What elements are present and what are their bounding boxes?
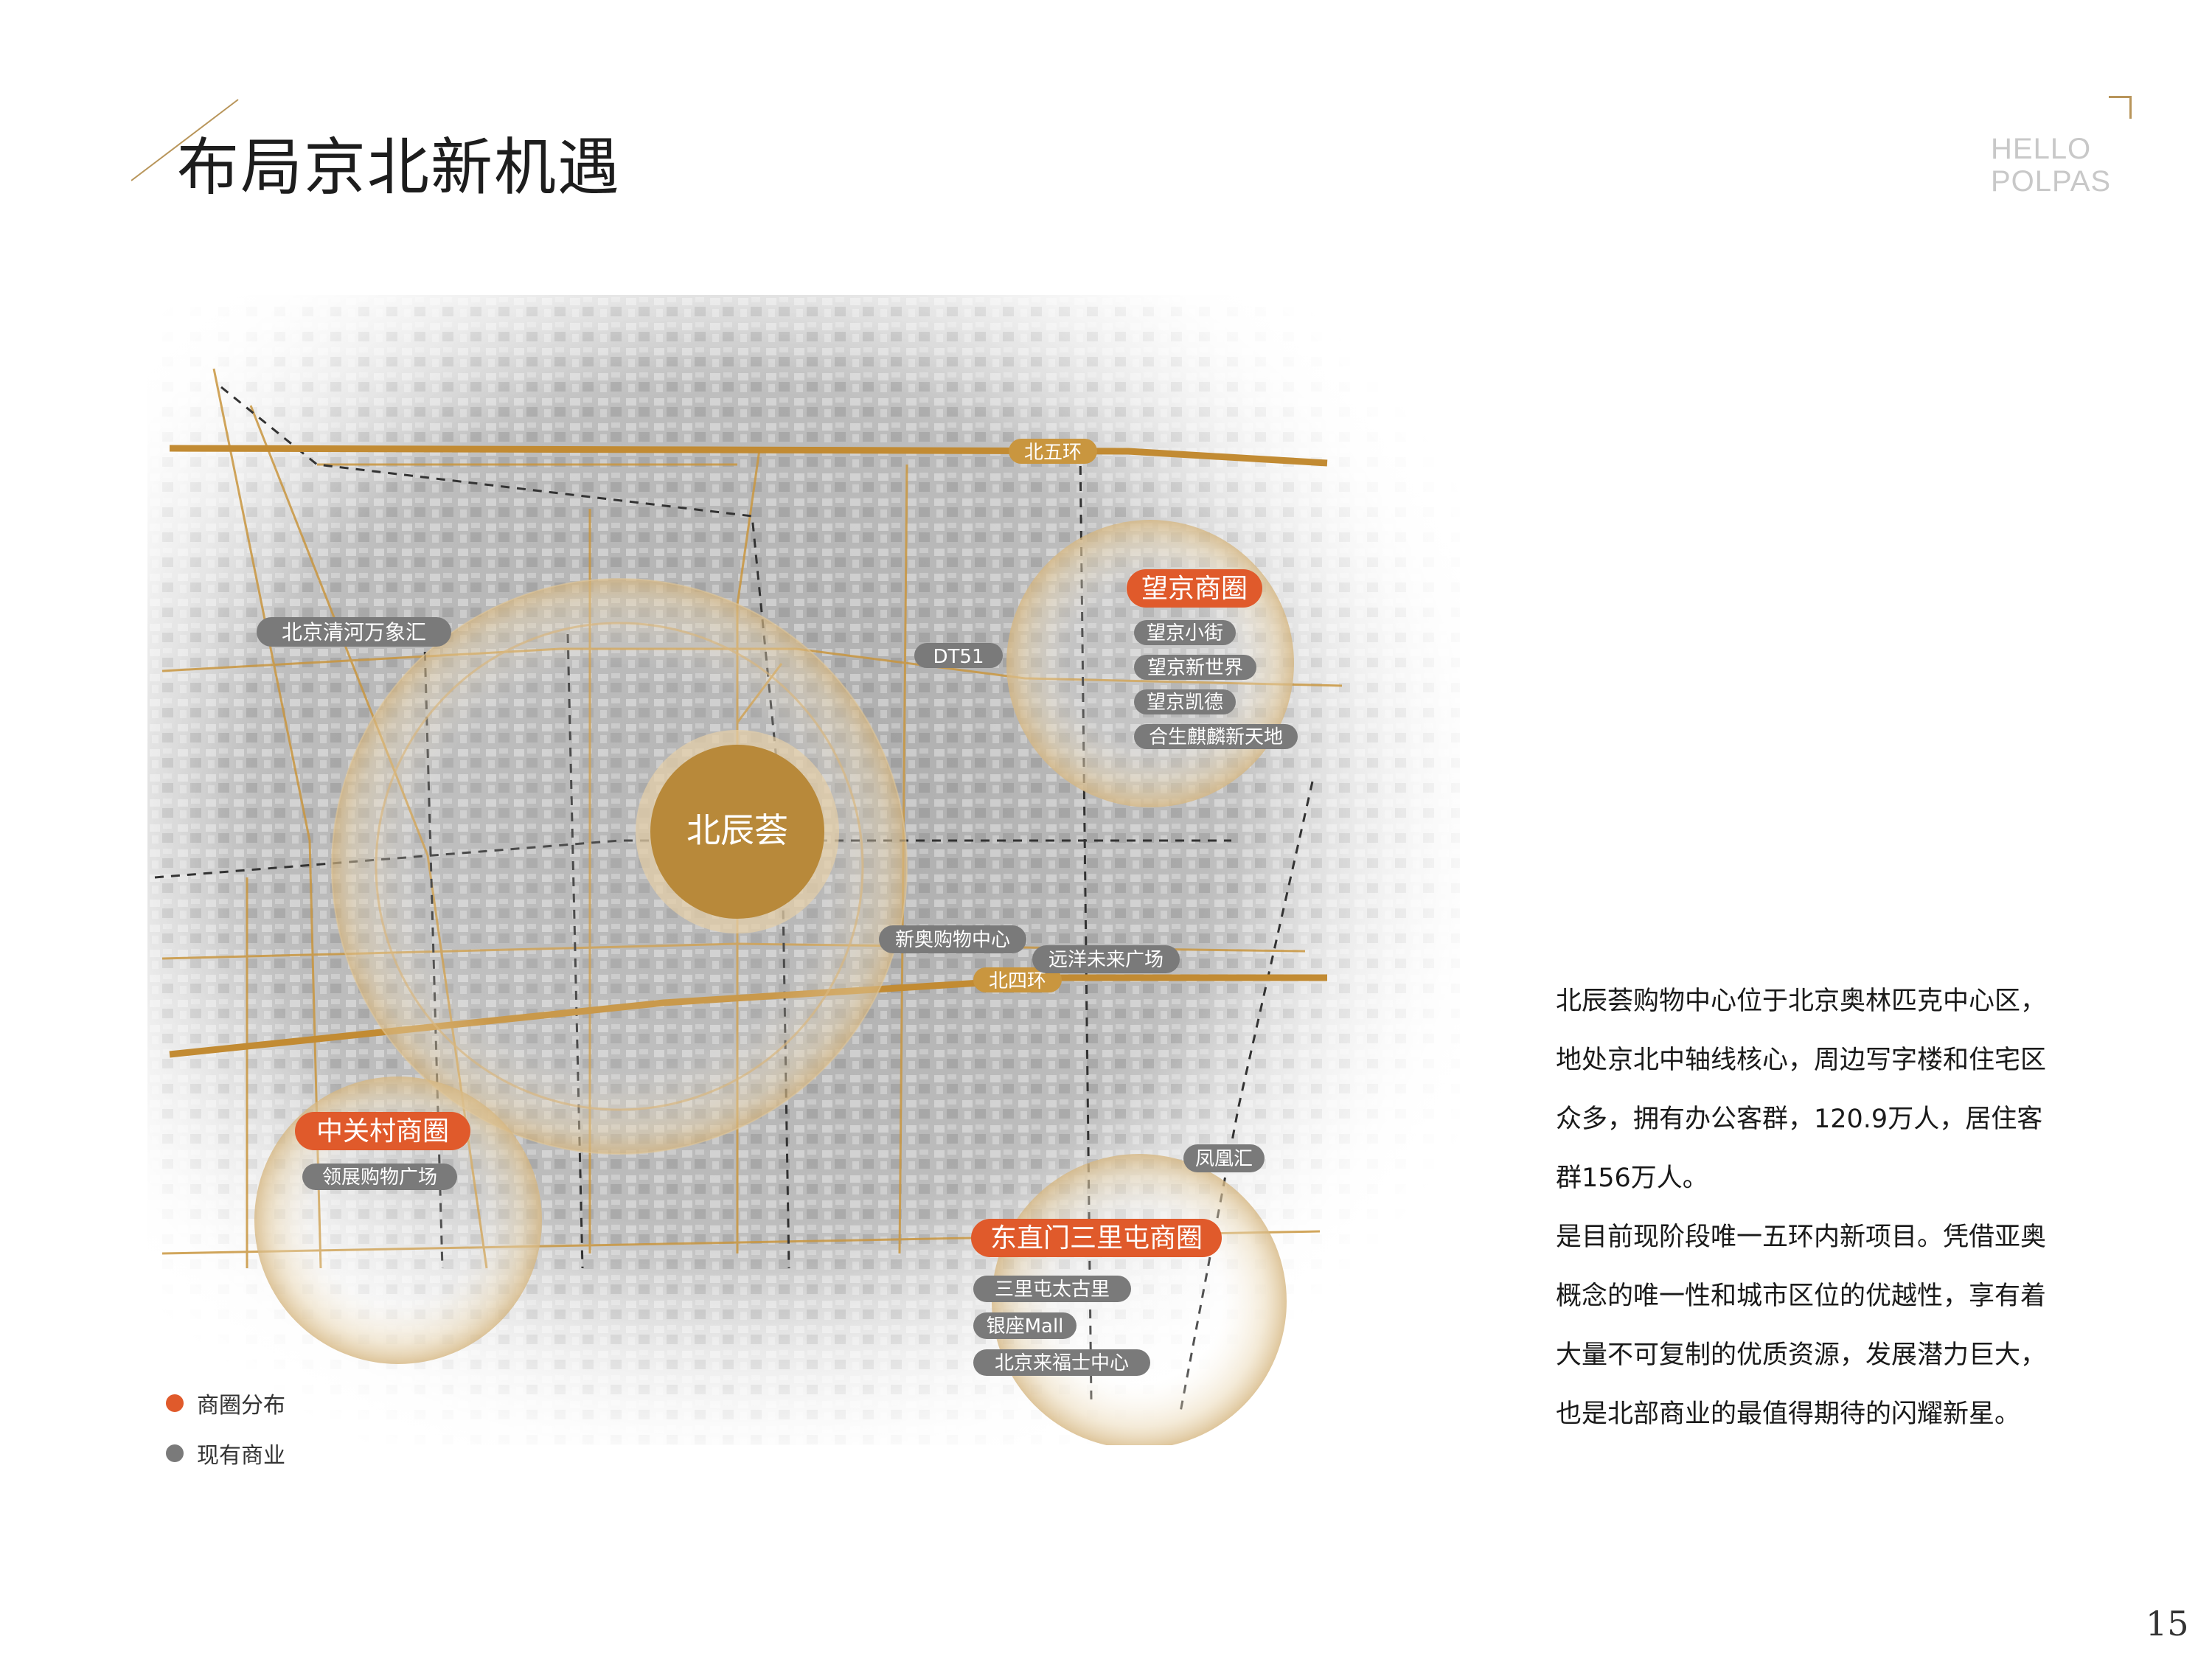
description-line: 是目前现阶段唯一五环内新项目。凭借亚奥 <box>1556 1222 2047 1252</box>
title-slash-decoration <box>131 99 239 181</box>
description-line: 群156万人。 <box>1556 1164 1708 1193</box>
mall-label-qinghe: 北京清河万象汇 <box>257 617 451 647</box>
influence-ring-outer <box>332 579 907 1154</box>
legend-dot-district <box>166 1394 184 1412</box>
legend-label-district: 商圈分布 <box>197 1393 285 1419</box>
legend-label-existing: 现有商业 <box>197 1443 285 1469</box>
label-north-4th-ring: 北四环 <box>973 967 1062 992</box>
description-line: 概念的唯一性和城市区位的优越性，享有着 <box>1556 1281 2047 1311</box>
svg-text:新奥购物中心: 新奥购物中心 <box>895 929 1010 951</box>
mall-label-fenghuang: 凤凰汇 <box>1183 1144 1265 1172</box>
svg-text:合生麒麟新天地: 合生麒麟新天地 <box>1149 726 1283 748</box>
label-dt51: DT51 <box>914 643 1003 668</box>
district-wangjing: 望京商圈 望京小街 望京新世界 望京凯德 合生麒麟新天地 <box>1127 569 1298 749</box>
svg-text:北四环: 北四环 <box>989 970 1046 992</box>
svg-text:银座Mall: 银座Mall <box>987 1315 1064 1338</box>
svg-text:望京小街: 望京小街 <box>1147 622 1223 644</box>
brand-line-2: POLPAS <box>1991 165 2112 198</box>
svg-text:DT51: DT51 <box>933 646 984 668</box>
svg-text:望京凯德: 望京凯德 <box>1147 692 1223 714</box>
svg-text:中关村商圈: 中关村商圈 <box>316 1116 449 1147</box>
description-line: 大量不可复制的优质资源，发展潜力巨大， <box>1556 1340 2047 1370</box>
brand-line-1: HELLO <box>1991 133 2092 165</box>
page-title: 布局京北新机遇 <box>177 131 622 204</box>
svg-text:东直门三里屯商圈: 东直门三里屯商圈 <box>990 1223 1203 1253</box>
center-marker <box>650 745 824 919</box>
map-svg: 北辰荟 北五环 北四环 DT51 北京清河万象汇 新奥购物中心 远洋未来广场 凤… <box>147 295 1460 1445</box>
description-line: 众多，拥有办公客群，120.9万人，居住客 <box>1556 1105 2043 1134</box>
svg-text:凤凰汇: 凤凰汇 <box>1195 1148 1253 1170</box>
center-label: 北辰荟 <box>686 810 788 850</box>
page-number: 15 <box>2146 1604 2189 1644</box>
svg-text:远洋未来广场: 远洋未来广场 <box>1048 949 1164 971</box>
mall-label-xinao: 新奥购物中心 <box>879 925 1026 953</box>
label-north-5th-ring: 北五环 <box>1009 439 1097 464</box>
svg-text:望京新世界: 望京新世界 <box>1147 657 1243 679</box>
svg-text:北五环: 北五环 <box>1024 442 1082 464</box>
district-dongzhimen-sanlitun: 东直门三里屯商圈 三里屯太古里 银座Mall 北京来福士中心 <box>971 1219 1222 1376</box>
legend-dot-existing <box>166 1444 184 1462</box>
legend-item-existing: 现有商业 <box>166 1440 285 1469</box>
influence-ring-edge <box>331 578 908 1155</box>
brand-watermark: HELLO POLPAS <box>1991 133 2111 198</box>
location-map: 北辰荟 北五环 北四环 DT51 北京清河万象汇 新奥购物中心 远洋未来广场 凤… <box>147 295 1460 1445</box>
svg-text:北京清河万象汇: 北京清河万象汇 <box>282 620 426 644</box>
district-zhongguancun: 中关村商圈 领展购物广场 <box>295 1112 470 1190</box>
legend-item-district: 商圈分布 <box>166 1390 285 1419</box>
svg-text:领展购物广场: 领展购物广场 <box>322 1166 437 1189</box>
map-legend: 商圈分布 现有商业 <box>166 1390 285 1490</box>
description-text: 北辰荟购物中心位于北京奥林匹克中心区， 地处京北中轴线核心，周边写字楼和住宅区 … <box>1556 972 2116 1444</box>
mall-label-yuanyang: 远洋未来广场 <box>1032 945 1180 973</box>
influence-ring-inner <box>375 622 864 1111</box>
svg-text:北京来福士中心: 北京来福士中心 <box>995 1352 1129 1374</box>
corner-mark-decoration <box>2109 96 2132 119</box>
description-line: 也是北部商业的最值得期待的闪耀新星。 <box>1556 1399 2021 1429</box>
svg-text:望京商圈: 望京商圈 <box>1141 574 1248 604</box>
description-line: 北辰荟购物中心位于北京奥林匹克中心区， <box>1556 987 2047 1016</box>
svg-text:三里屯太古里: 三里屯太古里 <box>995 1279 1110 1301</box>
description-line: 地处京北中轴线核心，周边写字楼和住宅区 <box>1556 1046 2047 1075</box>
